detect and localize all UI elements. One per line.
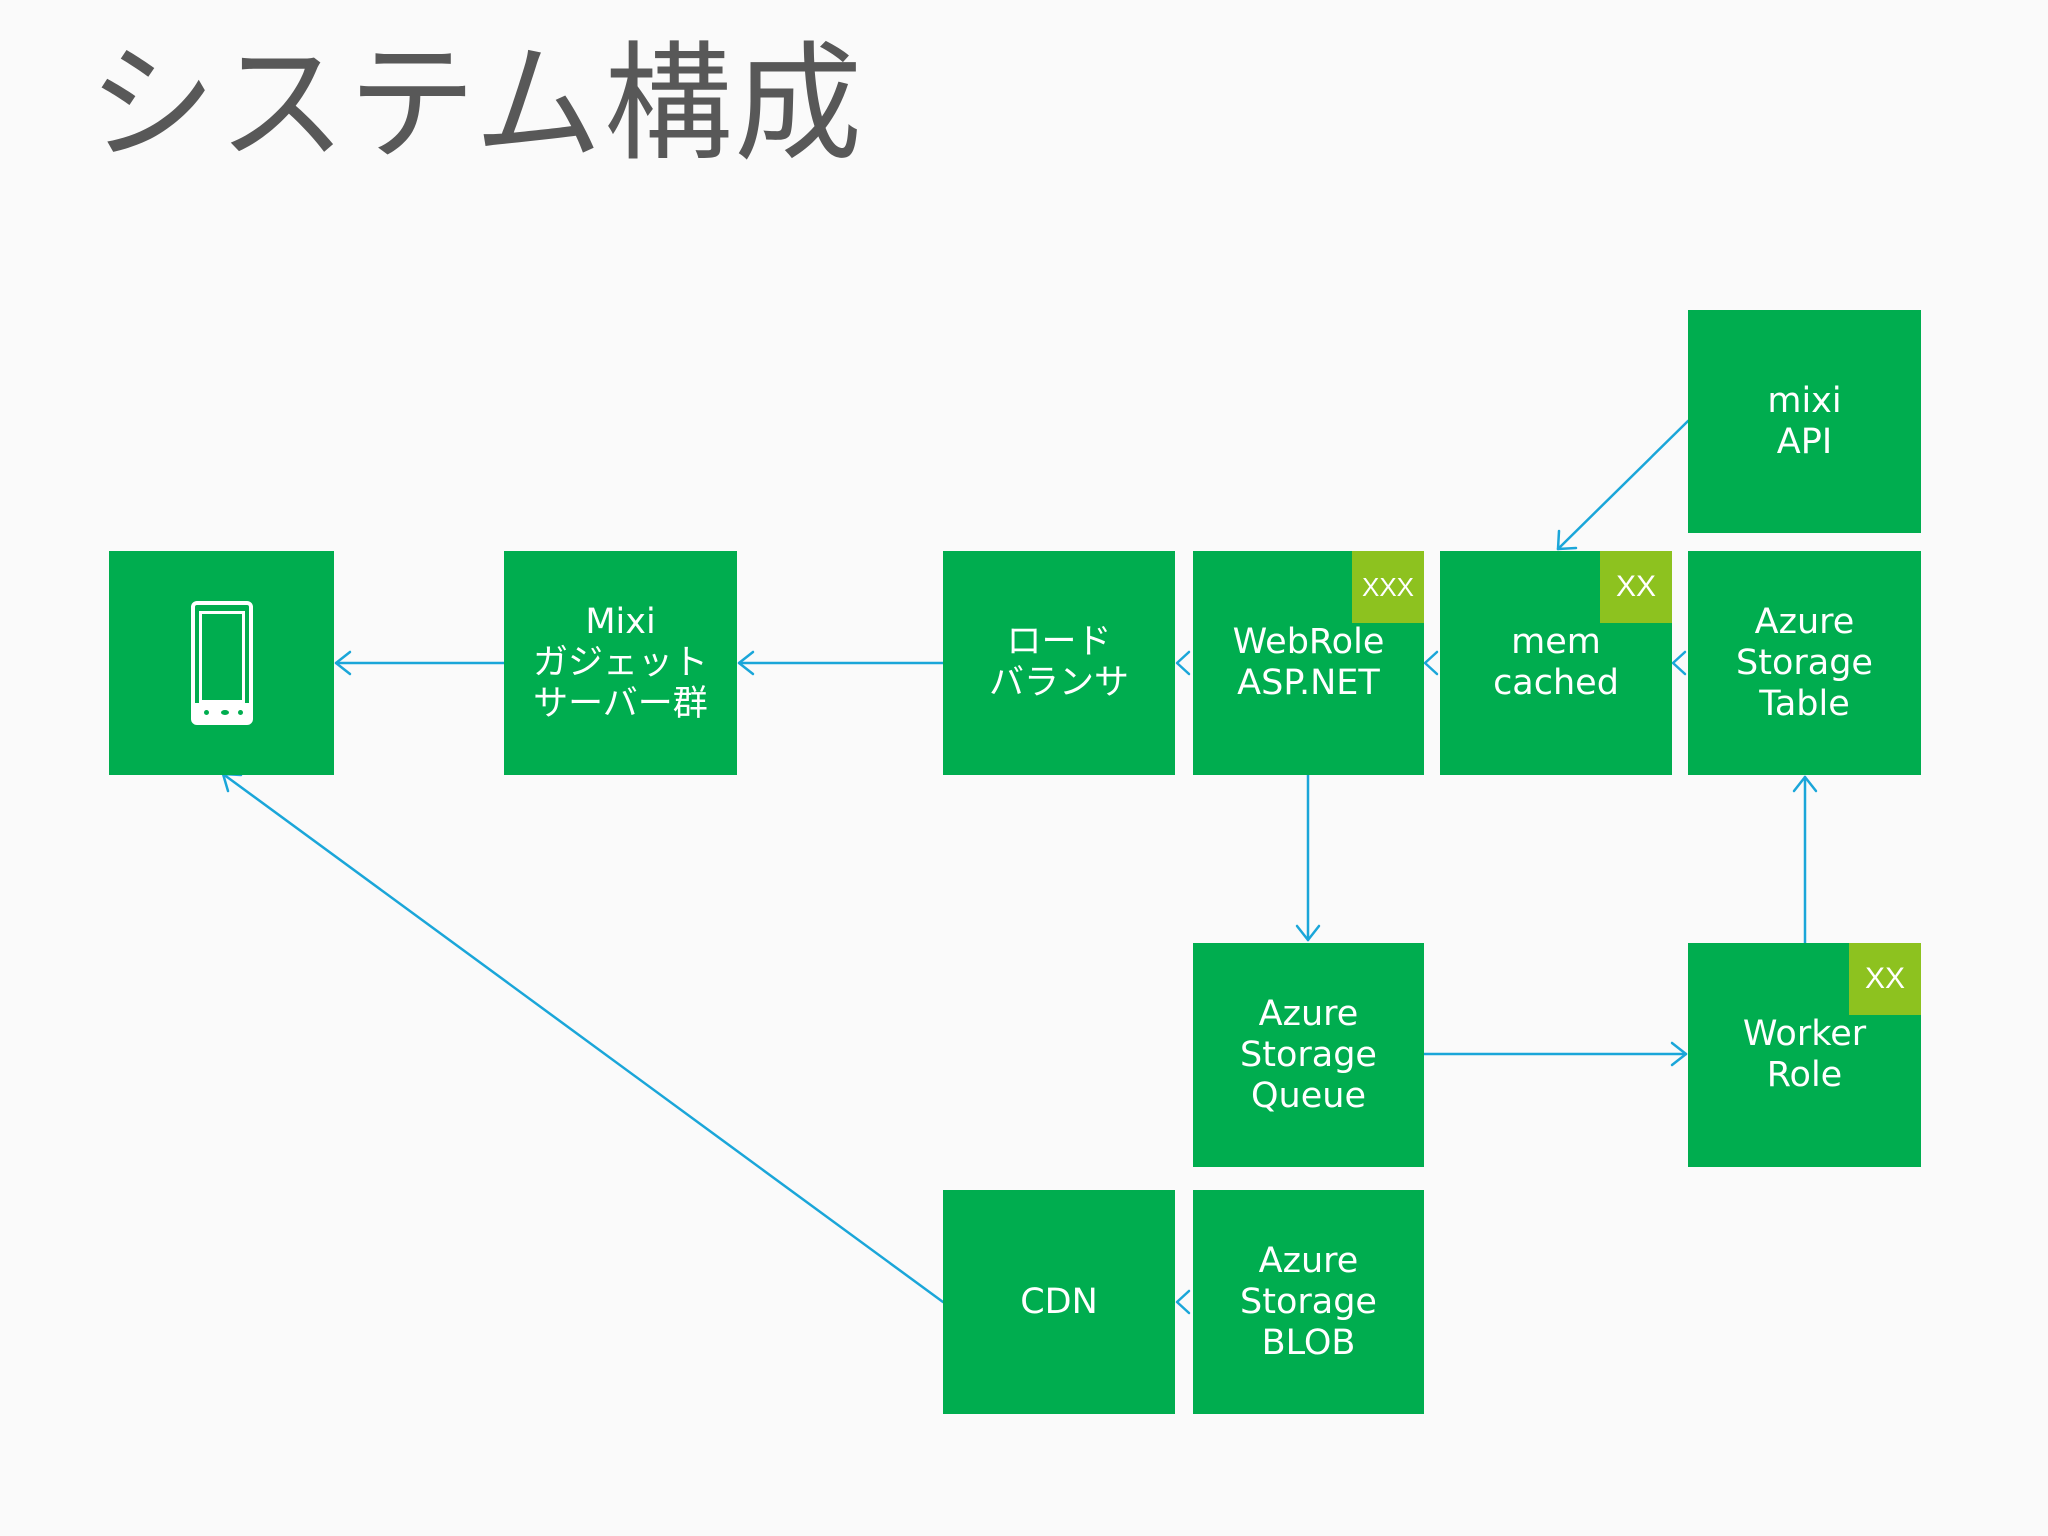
memcached-box[interactable]: mem cached XX [1440, 551, 1672, 775]
arrowhead-table-to-memcached [1671, 650, 1687, 676]
arrowhead [1295, 924, 1321, 942]
smartphone-icon [190, 601, 253, 725]
mixi-gadget-server-box[interactable]: Mixi ガジェット サーバー群 [504, 551, 737, 775]
load-balancer-label: ロード バランサ [988, 622, 1129, 703]
azure-storage-table-label: Azure Storage Table [1736, 601, 1873, 724]
azure-storage-blob-label: Azure Storage BLOB [1240, 1240, 1377, 1363]
arrowhead-memcached-to-webrole [1423, 650, 1439, 676]
arrowhead-blob-to-cdn [1175, 1289, 1191, 1315]
device-box[interactable] [109, 551, 334, 775]
memcached-label: mem cached [1493, 622, 1619, 703]
arrowhead [1670, 1041, 1688, 1067]
azure-storage-table-box[interactable]: Azure Storage Table [1688, 551, 1921, 775]
load-balancer-box[interactable]: ロード バランサ [943, 551, 1175, 775]
azure-storage-queue-label: Azure Storage Queue [1240, 993, 1377, 1116]
arrowhead [737, 650, 755, 676]
arrowhead [1792, 775, 1818, 793]
mixi-api-box[interactable]: mixi API [1688, 310, 1921, 533]
azure-storage-queue-box[interactable]: Azure Storage Queue [1193, 943, 1424, 1167]
memcached-instance-badge: XX [1600, 551, 1672, 623]
worker-role-label: Worker Role [1742, 1014, 1867, 1095]
arrowhead-webrole-to-lb [1175, 650, 1191, 676]
webrole-instance-badge: XXX [1352, 551, 1424, 623]
mixi-gadget-server-label: Mixi ガジェット サーバー群 [532, 601, 708, 724]
webrole-box[interactable]: WebRole ASP.NET XXX [1193, 551, 1424, 775]
worker-role-instance-badge: XX [1849, 943, 1921, 1015]
azure-storage-blob-box[interactable]: Azure Storage BLOB [1193, 1190, 1424, 1414]
worker-role-box[interactable]: Worker Role XX [1688, 943, 1921, 1167]
arrow-api-to-memcached [1556, 419, 1690, 551]
arrowhead [1556, 529, 1578, 551]
mixi-api-label: mixi API [1767, 380, 1842, 462]
page-title: システム構成 [88, 30, 865, 179]
arrow-cdn-to-device [221, 772, 945, 1304]
webrole-label: WebRole ASP.NET [1232, 622, 1385, 703]
cdn-box[interactable]: CDN [943, 1190, 1175, 1414]
cdn-label: CDN [1020, 1281, 1098, 1322]
arrowhead [334, 650, 352, 676]
